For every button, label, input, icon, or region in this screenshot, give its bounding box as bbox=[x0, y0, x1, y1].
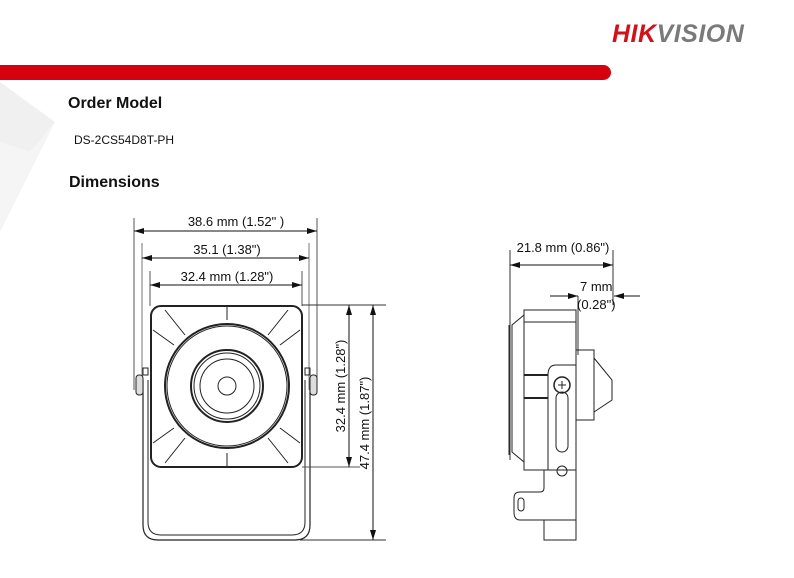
front-width-inner-label: 32.4 mm (1.28") bbox=[181, 269, 274, 284]
hikvision-logo: HIKVISION bbox=[612, 20, 744, 49]
side-lens-depth-mm-label: 7 mm bbox=[580, 279, 613, 294]
side-lens-depth-in-label: (0.28") bbox=[577, 297, 616, 312]
header-red-bar bbox=[0, 65, 611, 80]
watermark-star-icon bbox=[0, 82, 60, 232]
front-width-mid-label: 35.1 (1.38") bbox=[193, 242, 261, 257]
logo-hik: HIK bbox=[612, 20, 657, 48]
logo-vision: VISION bbox=[656, 20, 745, 48]
side-view bbox=[508, 250, 640, 541]
front-view bbox=[133, 218, 386, 541]
order-model-heading: Order Model bbox=[68, 95, 163, 112]
dimensions-heading: Dimensions bbox=[69, 174, 160, 191]
front-width-outer-label: 38.6 mm (1.52" ) bbox=[188, 214, 284, 229]
front-height-body-label: 32.4 mm (1.28") bbox=[333, 340, 348, 433]
side-depth-label: 21.8 mm (0.86") bbox=[517, 240, 610, 255]
front-height-total-label: 47.4 mm (1.87") bbox=[357, 377, 372, 470]
order-model-value: DS-2CS54D8T-PH bbox=[74, 133, 175, 147]
